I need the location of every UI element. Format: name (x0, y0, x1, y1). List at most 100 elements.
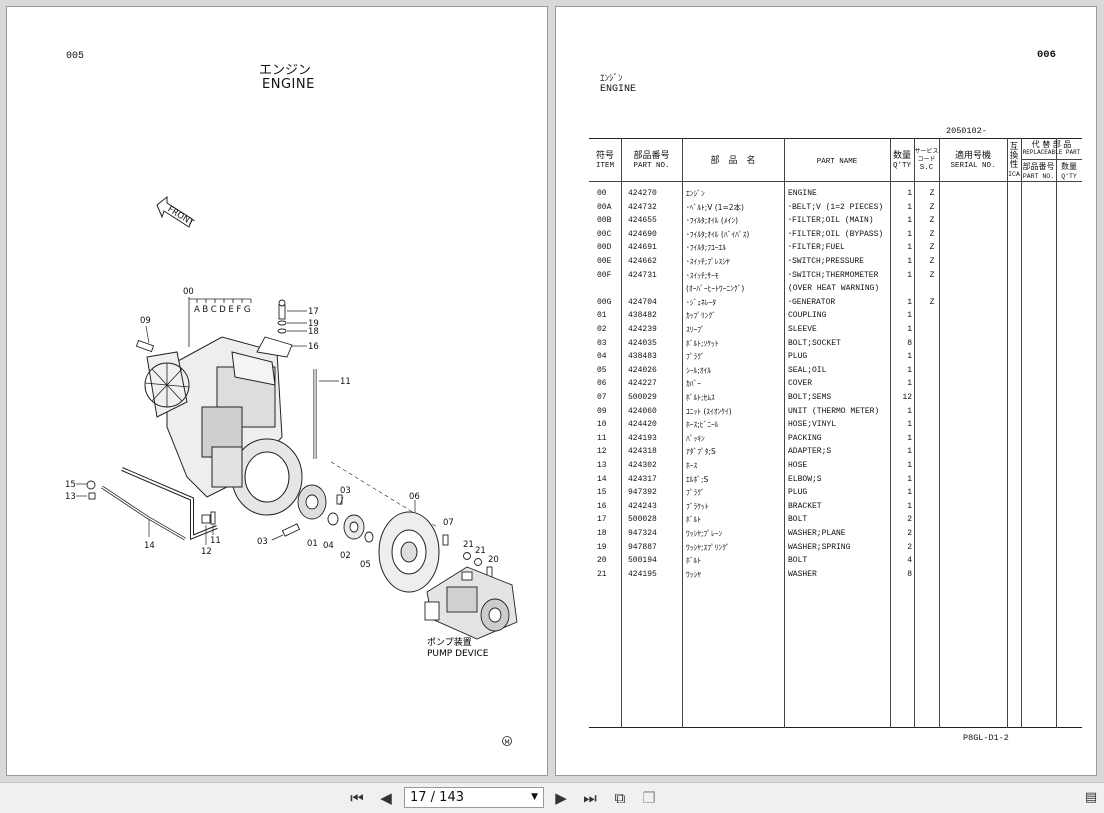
row-sc: Z (929, 229, 935, 239)
row-name-en: ･FILTER;OIL (BYPASS) (788, 229, 884, 239)
callout-03-b: 03 (340, 486, 351, 496)
row-name-en: ･SWITCH;THERMOMETER (788, 270, 879, 280)
row-name-en: WASHER;PLANE (788, 529, 846, 538)
callout-14: 15 (65, 480, 76, 490)
callout-21-a: 21 (463, 540, 474, 550)
row-name-en: ･GENERATOR (788, 297, 836, 307)
callout-11: 11 (210, 536, 221, 546)
row-qty: 4 (907, 556, 912, 566)
left-title-en: ENGINE (262, 77, 315, 92)
row-item: 11 (597, 433, 607, 443)
row-item: 03 (597, 338, 607, 348)
row-part-no: 424317 (628, 474, 657, 484)
row-name-en: BOLT (788, 556, 808, 566)
row-name-jp: ｱﾀﾞﾌﾟﾀ;S (686, 447, 716, 457)
prev-page-icon[interactable]: ◀ (380, 789, 392, 807)
row-qty: 1 (907, 406, 912, 416)
row-name-jp: ﾎｰｽ (686, 461, 698, 470)
front-label: FRONT (166, 205, 197, 229)
callout-12: 12 (201, 547, 212, 557)
row-sc: Z (929, 243, 935, 253)
row-qty: 1 (907, 270, 912, 280)
row-part-no: 424035 (628, 338, 657, 348)
callout-16: 16 (308, 342, 319, 352)
row-part-no: 947887 (628, 542, 657, 552)
row-sc: Z (929, 297, 935, 307)
row-item: 19 (597, 542, 607, 552)
rotate-icon[interactable]: ⧉ (614, 789, 626, 807)
row-name-en: WASHER (788, 569, 817, 579)
row-item: 00F (597, 270, 612, 280)
row-qty: 1 (907, 488, 912, 498)
header-part-name-jp: 部 品 名 (710, 156, 756, 166)
viewer-toolbar: ⏮ ◀ 17 / 143 ▼ ▶ ⏭ ⧉ ❐ ▤ (0, 782, 1104, 813)
row-item: 14 (597, 474, 607, 484)
pump-label-jp: ポンプ装置 (427, 636, 472, 648)
row-item: 15 (597, 488, 607, 498)
left-page-number: 005 (66, 51, 85, 62)
row-name-jp: ﾎﾞﾙﾄ (686, 556, 701, 566)
row-part-no: 424318 (628, 447, 657, 457)
row-name-jp: ･ﾌｲﾙﾀ;ｵｲﾙ (ﾒｲﾝ) (686, 216, 739, 226)
row-name-en: BRACKET (788, 501, 822, 511)
last-page-icon[interactable]: ⏭ (583, 789, 597, 807)
row-name-en: BOLT;SOCKET (788, 338, 841, 348)
callout-01: 01 (307, 539, 318, 549)
page-select[interactable]: 17 / 143 ▼ (404, 787, 544, 808)
copy-icon[interactable]: ❐ (642, 789, 656, 807)
row-name-jp: ﾌﾟﾗｸﾞ (686, 488, 705, 498)
first-page-icon[interactable]: ⏮ (350, 789, 364, 807)
row-item: 06 (597, 379, 607, 389)
row-name-jp: ｴﾙﾎﾞ;S (686, 474, 709, 484)
callout-18: 18 (308, 327, 319, 337)
row-name-jp: ｴﾝｼﾞﾝ (686, 189, 705, 198)
row-item: 04 (597, 352, 607, 362)
left-page: 005 エンジン ENGINE FRONT 00 ABCDEFG (6, 6, 548, 776)
footer-code: P8GL-D1-2 (963, 733, 1009, 743)
callout-17: 17 (308, 307, 319, 317)
row-name-en: PACKING (788, 433, 822, 443)
row-name-jp: ﾜｯｼﾔ (686, 569, 701, 579)
callout-02: 02 (340, 551, 351, 561)
row-qty: 1 (907, 229, 912, 239)
row-name-jp: ﾜｯｼﾔ;ﾌﾟﾚｰﾝ (686, 529, 723, 538)
next-page-icon[interactable]: ▶ (555, 789, 567, 807)
row-item: 09 (597, 406, 607, 416)
row-name-en: ELBOW;S (788, 474, 822, 484)
engine-sub-letters: ABCDEFG (194, 305, 253, 315)
chevron-down-icon: ▼ (531, 792, 538, 802)
row-item: 21 (597, 569, 607, 579)
row-qty: 1 (907, 243, 912, 253)
row-name-en: UNIT (THERMO METER) (788, 406, 880, 416)
row-qty: 8 (907, 338, 912, 348)
row-part-no: 500029 (628, 393, 657, 402)
toggle-icon[interactable]: ▤ (1084, 790, 1098, 805)
row-part-no: 424195 (628, 569, 657, 579)
row-name-en: HOSE;VINYL (788, 420, 837, 430)
row-name-jp: ｶﾊﾞｰ (686, 379, 701, 389)
row-name-jp: ﾎﾞﾙﾄ;ｾﾑｽ (686, 393, 715, 402)
row-name-en: BOLT;SEMS (788, 393, 832, 402)
row-name-jp: ﾎｰｽ;ﾋﾞﾆｰﾙ (686, 420, 719, 430)
row-name-jp: ﾕﾆｯﾄ (ｽｲｵﾝｹｲ) (686, 406, 732, 416)
row-part-no: 424243 (628, 501, 657, 511)
row-qty: 2 (907, 542, 912, 552)
row-qty: 12 (902, 393, 912, 402)
row-item: 02 (597, 325, 607, 334)
header-replaceable: 代 替 部 品 REPLACEABLE PART (1022, 140, 1081, 156)
row-qty: 1 (907, 433, 912, 443)
